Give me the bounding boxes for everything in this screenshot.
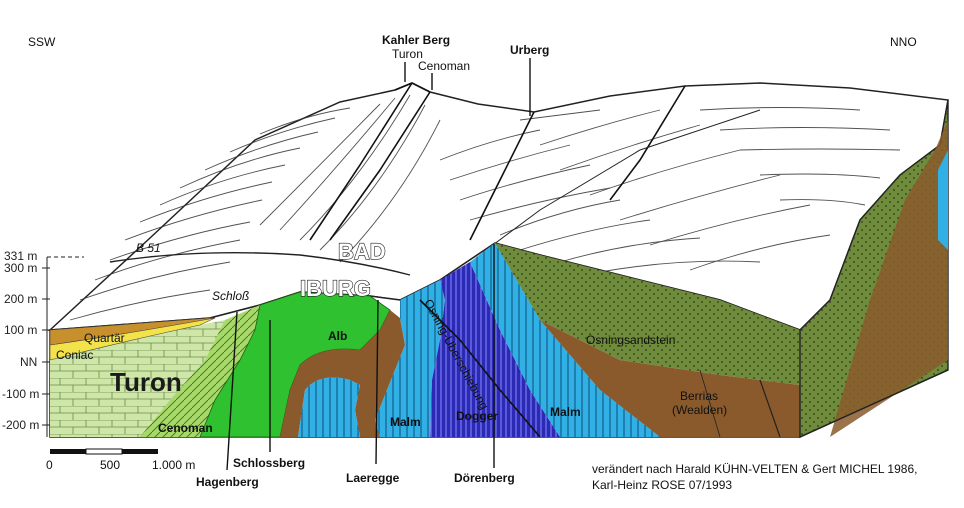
label-alb: Alb — [328, 329, 347, 343]
road-label: B 51 — [136, 241, 161, 255]
peak-urberg: Urberg — [510, 43, 549, 57]
schloss-label: Schloß — [212, 289, 249, 303]
peak-turon-label: Turon — [392, 47, 423, 61]
label-coniac: Coniac — [56, 348, 93, 362]
orientation-left: SSW — [28, 35, 56, 49]
label-malm-left: Malm — [390, 415, 421, 429]
scale-bar-start: 0 — [46, 458, 53, 472]
town-label-1: BAD — [338, 239, 386, 264]
scale-200: 200 m — [4, 292, 37, 306]
scale-minus-100: -100 m — [2, 387, 39, 401]
scale-100: 100 m — [4, 323, 37, 337]
credit-line-2: Karl-Heinz ROSE 07/1993 — [592, 478, 732, 492]
label-laeregge: Laeregge — [346, 471, 400, 485]
scale-331: 331 m — [4, 249, 37, 263]
layer-quartaer — [49, 317, 216, 346]
cross-section — [49, 242, 801, 438]
elevation-scale: 331 m 300 m 200 m 100 m NN -100 m -200 m — [2, 249, 84, 437]
town-label-2: IBURG — [300, 276, 371, 301]
scale-bar-mid: 500 — [100, 458, 120, 472]
scale-300: 300 m — [4, 261, 37, 275]
label-cenoman: Cenoman — [158, 421, 213, 435]
scale-bar-end: 1.000 m — [152, 458, 195, 472]
label-malm-right: Malm — [550, 405, 581, 419]
peak-kahler-berg: Kahler Berg — [382, 33, 450, 47]
label-osningsandstein: Osningsandstein — [586, 333, 675, 347]
distance-scale-bar: 0 500 1.000 m — [46, 448, 195, 472]
scale-minus-200: -200 m — [2, 418, 39, 432]
scale-nn: NN — [20, 355, 37, 369]
credit-line-1: verändert nach Harald KÜHN-VELTEN & Gert… — [592, 462, 917, 476]
label-schlossberg: Schlossberg — [233, 456, 305, 470]
layer-berrias — [540, 320, 800, 437]
label-hagenberg: Hagenberg — [196, 475, 259, 489]
label-quartaer: Quartär — [84, 331, 125, 345]
right-side-face — [799, 99, 949, 439]
layer-wealden-fold — [280, 310, 405, 437]
label-turon: Turon — [110, 367, 182, 397]
label-berrias: Berrias — [680, 389, 718, 403]
peak-cenoman-label: Cenoman — [418, 59, 470, 73]
label-doerenberg: Dörenberg — [454, 471, 515, 485]
orientation-right: NNO — [890, 35, 917, 49]
label-wealden: (Wealden) — [672, 403, 727, 417]
label-dogger: Dogger — [456, 409, 498, 423]
